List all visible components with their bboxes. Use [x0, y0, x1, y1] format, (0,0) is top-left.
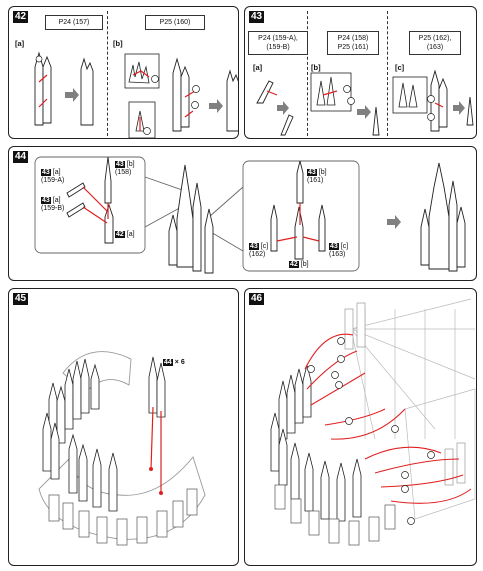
step-number: 43 — [249, 11, 265, 23]
part-label-43a-159a: 43[a] (159-A) — [41, 169, 65, 184]
divider — [107, 11, 108, 136]
part-reference: P25 (162), (163) — [409, 31, 461, 55]
part-label-42b: 42[b] — [289, 261, 309, 268]
substep-label: [b] — [311, 63, 321, 72]
part-reference: P24 (158) P25 (161) — [327, 31, 379, 55]
step-number: 42 — [13, 11, 29, 23]
step-45-panel: 45 44× 6 — [8, 288, 239, 566]
part-reference: P24 (157) — [45, 15, 103, 30]
step-42-panel: 42 P24 (157) P25 (160) [a] [b] — [8, 6, 239, 139]
step-45-drawing — [38, 351, 206, 546]
part-label-43b-161: 43[b] (161) — [307, 169, 327, 184]
step-number: 44 — [13, 151, 29, 163]
substep-label: [c] — [395, 63, 405, 72]
part-label-43a-159b: 43[a] (159-B) — [41, 197, 65, 212]
step-46-panel: 46 — [244, 288, 477, 566]
substep-label: [a] — [15, 39, 25, 48]
step-43-drawing — [256, 69, 474, 136]
step-44-panel: 44 — [8, 146, 477, 281]
part-label-43c-162: 43[c] (162) — [249, 243, 269, 258]
step-43-panel: 43 P24 (159-A), (159-B) P24 (158) P25 (1… — [244, 6, 477, 139]
part-reference: P25 (160) — [145, 15, 205, 30]
part-reference: P24 (159-A), (159-B) — [248, 31, 308, 55]
divider — [387, 11, 388, 136]
step-46-drawing — [270, 298, 476, 546]
part-label-43b-158: 43[b] (158) — [115, 161, 135, 176]
part-label-43c-163: 43[c] (163) — [329, 243, 349, 258]
part-label-42a: 42[a] — [115, 231, 135, 238]
step-44-drawing — [34, 156, 466, 274]
divider — [307, 11, 308, 136]
repeat-callout: 44× 6 — [163, 359, 185, 366]
step-number: 45 — [13, 293, 29, 305]
step-42-drawing — [34, 51, 238, 138]
substep-label: [a] — [253, 63, 263, 72]
step-number: 46 — [249, 293, 265, 305]
substep-label: [b] — [113, 39, 123, 48]
